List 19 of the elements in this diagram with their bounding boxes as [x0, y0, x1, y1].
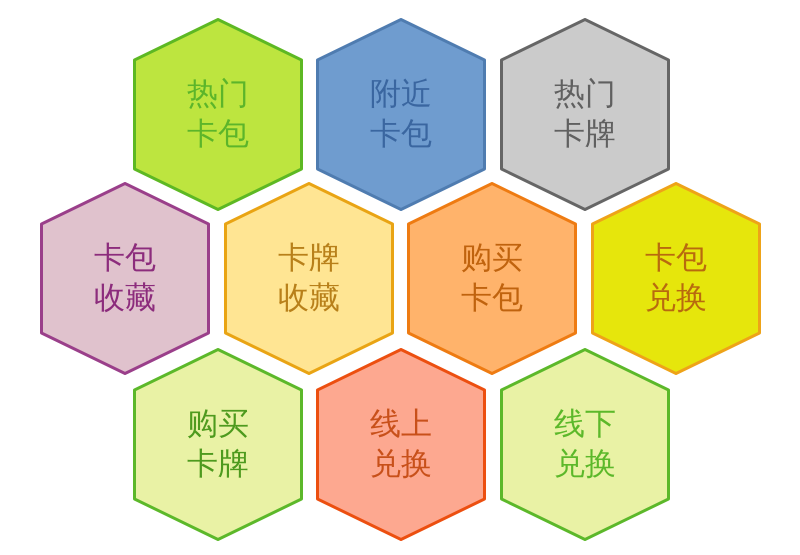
tile-label: 线下兑换	[553, 405, 617, 484]
hexagon-tile	[591, 182, 761, 374]
hexagon-tile	[133, 348, 303, 540]
hexagon-tile	[407, 182, 577, 374]
tile-label: 卡牌收藏	[277, 239, 341, 318]
hexagon-tile	[40, 182, 210, 374]
hexagon-tile	[316, 18, 486, 210]
hexagon-tile	[316, 348, 486, 540]
tile-label: 热门卡牌	[553, 75, 617, 154]
tile-label: 卡包兑换	[644, 239, 708, 318]
tile-label: 线上兑换	[369, 405, 433, 484]
tile-label: 购买卡牌	[186, 405, 250, 484]
tile-label: 卡包收藏	[93, 239, 157, 318]
hexagon-tile	[500, 18, 670, 210]
hexagon-tile	[224, 182, 394, 374]
hexagon-tile	[500, 348, 670, 540]
tile-label: 购买卡包	[460, 239, 524, 318]
tile-label: 热门卡包	[186, 75, 250, 154]
hexagon-tile	[133, 18, 303, 210]
